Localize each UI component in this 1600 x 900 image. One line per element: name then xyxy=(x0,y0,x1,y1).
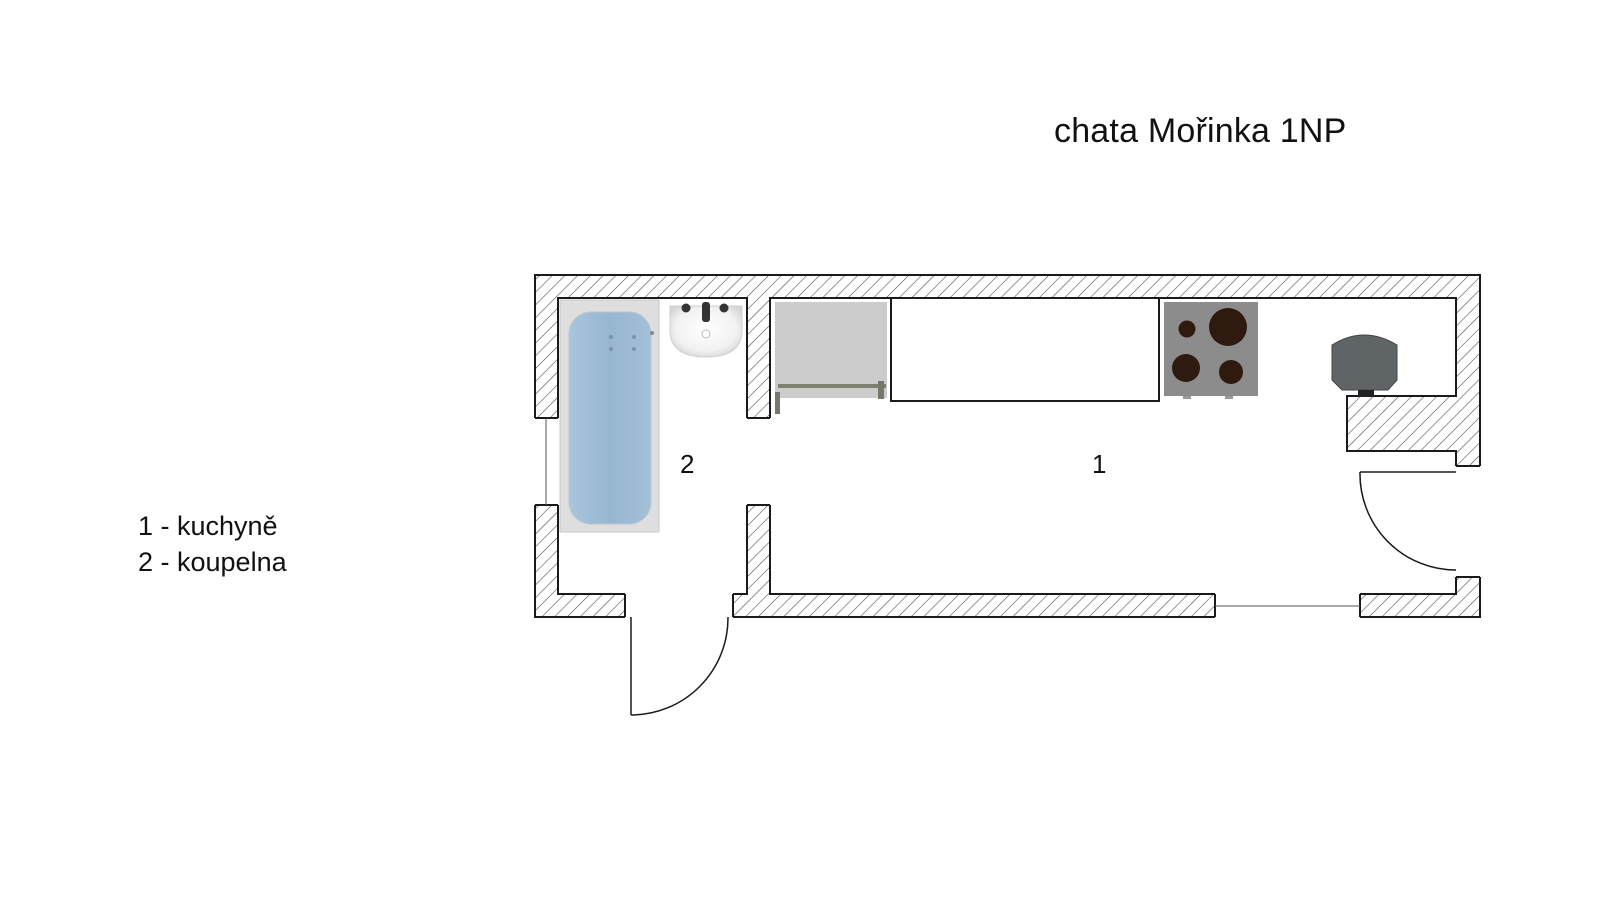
partition-opening xyxy=(747,418,770,505)
bathroom-entry-door xyxy=(630,616,729,716)
stove-icon xyxy=(1164,302,1258,399)
fireplace-stove-icon xyxy=(1331,334,1398,397)
fridge-icon xyxy=(775,302,887,414)
legend-item-bathroom: 2 - koupelna xyxy=(138,547,287,577)
washbasin-icon xyxy=(669,302,743,358)
kitchen-side-door xyxy=(1359,471,1457,571)
kitchen-door-opening xyxy=(1456,466,1480,577)
legend-item-kitchen: 1 - kuchyně xyxy=(138,511,278,541)
room-label-kitchen: 1 xyxy=(1092,449,1107,479)
room-legend: 1 - kuchyně 2 - koupelna xyxy=(138,508,287,580)
bathroom-entry-door-opening xyxy=(625,594,733,617)
bathtub-icon xyxy=(559,299,660,533)
plan-title: chata Mořinka 1NP xyxy=(1054,112,1347,150)
room-label-bathroom: 2 xyxy=(680,449,695,479)
kitchen-counter xyxy=(890,297,1160,402)
